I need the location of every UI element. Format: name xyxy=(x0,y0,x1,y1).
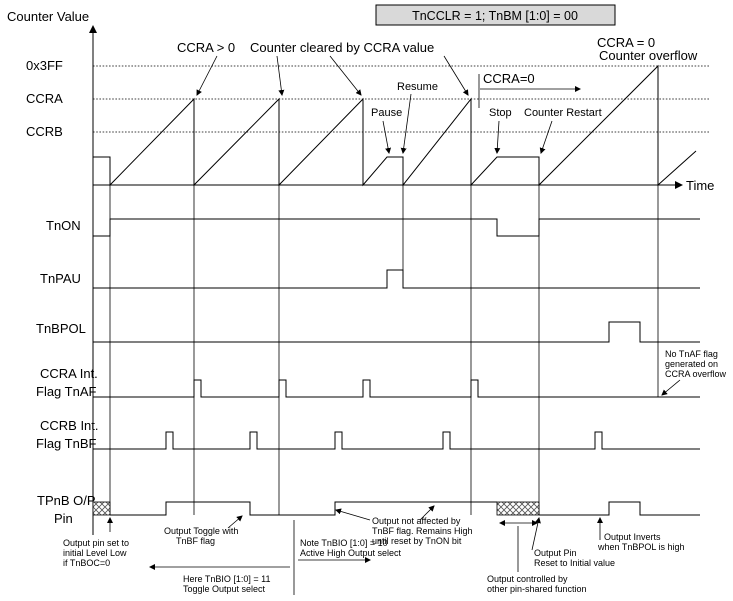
output-toggle-label-2: TnBF flag xyxy=(176,536,215,546)
counter-restart-label: Counter Restart xyxy=(524,107,602,119)
level-max-label: 0x3FF xyxy=(26,58,63,73)
no-tnaf-label-3: CCRA overflow xyxy=(665,369,727,379)
output-pin-set-label-1: Output pin set to xyxy=(63,538,129,548)
level-ccra-label: CCRA xyxy=(26,91,63,106)
output-signal xyxy=(110,501,497,516)
not-affected-label-2: TnBF flag. Remains High xyxy=(372,526,473,536)
pause-label: Pause xyxy=(371,107,402,119)
tnpau-label: TnPAU xyxy=(40,271,81,286)
output-controlled-label-2: other pin-shared function xyxy=(487,584,587,594)
counter-cleared-label: Counter cleared by CCRA value xyxy=(250,40,434,55)
header-title: TnCCLR = 1; TnBM [1:0] = 00 xyxy=(412,9,578,23)
here-tnbio-label-1: Here TnBIO [1:0] = 11 xyxy=(183,574,270,584)
here-tnbio-label-2: Toggle Output select xyxy=(183,584,266,594)
output-label-1: TPnB O/P xyxy=(37,493,96,508)
ccra-int-label-1: CCRA Int. xyxy=(40,366,98,381)
output-label-2: Pin xyxy=(54,511,73,526)
event-lines xyxy=(109,66,659,515)
resume-label: Resume xyxy=(397,81,438,93)
note-tnbio-label-1: Note TnBIO [1:0] = 10 xyxy=(300,538,388,548)
output-signal-2 xyxy=(539,501,700,516)
output-inverts-label-2: when TnBPOL is high xyxy=(597,542,685,552)
ccrb-int-label-1: CCRB Int. xyxy=(40,418,99,433)
no-tnaf-label-1: No TnAF flag xyxy=(665,349,718,359)
ccra-zero-label-1: CCRA = 0 xyxy=(597,35,655,50)
tnaf-signal xyxy=(93,379,700,398)
ccra-int-label-2: Flag TnAF xyxy=(36,384,97,399)
output-pin-set-label-2: initial Level Low xyxy=(63,548,127,558)
output-inverts-label-1: Output Inverts xyxy=(604,532,661,542)
tnon-signal xyxy=(93,218,700,237)
note-tnbio-label-2: Active High Output select xyxy=(300,548,402,558)
tnbpol-signal xyxy=(93,321,700,343)
output-undefined-region-2 xyxy=(496,501,540,516)
ccra-eq0-label: CCRA=0 xyxy=(483,71,535,86)
y-axis-label: Counter Value xyxy=(7,9,89,24)
tnon-label: TnON xyxy=(46,218,81,233)
output-pin-set-label-3: if TnBOC=0 xyxy=(63,558,110,568)
no-tnaf-label-2: generated on xyxy=(665,359,718,369)
tnbf-signal xyxy=(93,431,700,450)
ccra-zero-label-2: Counter overflow xyxy=(599,48,698,63)
output-pin-reset-label-1: Output Pin xyxy=(534,548,577,558)
output-pin-reset-label-2: Reset to Initial value xyxy=(534,558,615,568)
not-affected-label-1: Output not affected by xyxy=(372,516,461,526)
tnpau-signal xyxy=(93,269,700,289)
header-box: TnCCLR = 1; TnBM [1:0] = 00 xyxy=(375,4,616,26)
counter-waveform xyxy=(93,64,697,187)
ccra-gt0-label: CCRA > 0 xyxy=(177,40,235,55)
time-axis-label: Time xyxy=(686,178,714,193)
tnbpol-label: TnBPOL xyxy=(36,321,86,336)
output-controlled-label-1: Output controlled by xyxy=(487,574,568,584)
output-undefined-region-1 xyxy=(92,501,111,516)
level-ccrb-label: CCRB xyxy=(26,124,63,139)
ccrb-int-label-2: Flag TnBF xyxy=(36,436,97,451)
output-toggle-label-1: Output Toggle with xyxy=(164,526,238,536)
stop-label: Stop xyxy=(489,107,512,119)
not-affected-label-3: until reset by TnON bit xyxy=(372,536,462,546)
